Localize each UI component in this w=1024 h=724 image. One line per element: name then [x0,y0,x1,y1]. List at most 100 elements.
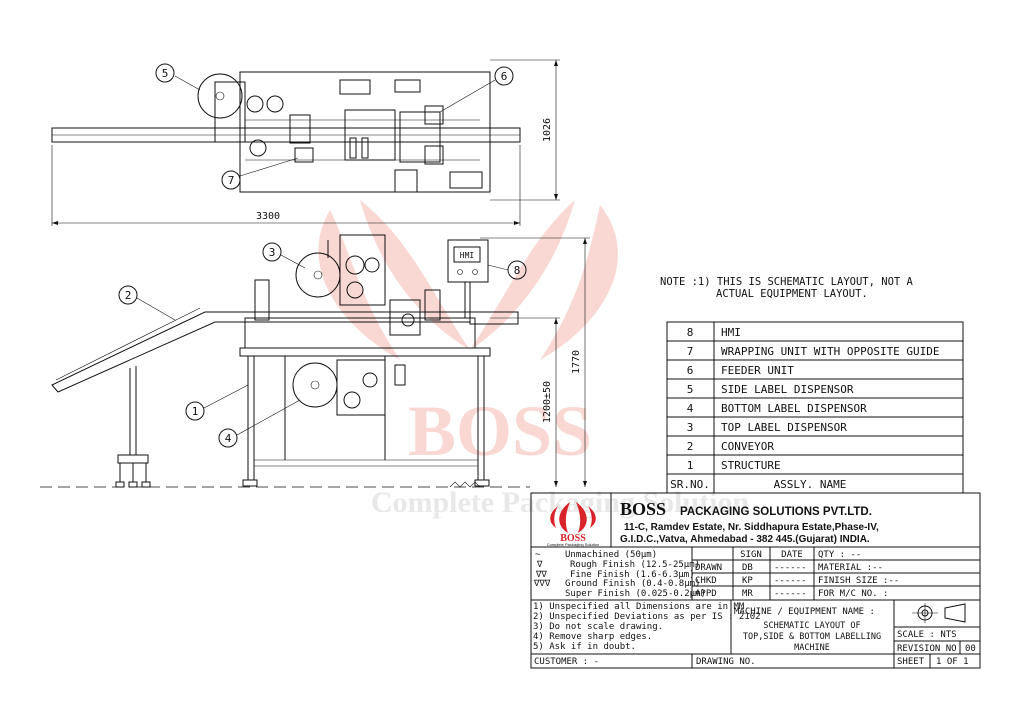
parts-header-no: SR.NO. [670,478,710,491]
finish-text-4: Ground Finish (0.4-0.8µm) [565,579,700,589]
revision-value: 00 [965,644,976,654]
finish-sym-1: ~ [535,550,541,560]
company-address-1: 11-C, Ramdev Estate, Nr. Siddhapura Esta… [624,522,879,533]
plan-dimensions: 3300 1026 [51,59,560,226]
finish-sym-2: ∇ [536,560,543,570]
machine-label: MACHINE / EQUIPMENT NAME : [734,607,875,617]
note-4: 4) Remove sharp edges. [533,632,652,642]
part-name-7: WRAPPING UNIT WITH OPPOSITE GUIDE [721,345,940,358]
callout-4 [218,428,238,448]
finish-size: FINISH SIZE :-- [818,576,899,586]
material: MATERIAL :-- [818,563,883,573]
note-line-1: NOTE :1) THIS IS SCHEMATIC LAYOUT, NOT A [660,276,914,288]
watermark: BOSS Complete Packaging Solution [318,200,749,519]
appd-sign: MR [742,589,753,599]
callout-6 [494,66,514,86]
part-no-1: 1 [687,459,694,472]
dim-height-top: 1026 [542,118,553,142]
part-name-3: TOP LABEL DISPENSOR [721,421,847,434]
dim-height-table: 1200±50 [542,381,553,423]
part-no-6: 6 [687,364,694,377]
company-logo: BOSS Complete Packaging Solution [547,502,599,547]
hmi-label: HMI [460,251,475,260]
for-mc-no: FOR M/C NO. : [818,589,888,599]
title-block: BOSS Complete Packaging Solution BOSS PA… [530,492,981,669]
sheet-label: SHEET [897,657,925,667]
appd-label: APPD [695,589,717,599]
finish-text-5: Super Finish (0.025-0.2µm) [565,589,706,599]
note-5: 5) Ask if in doubt. [533,642,636,652]
watermark-tagline: Complete Packaging Solution [371,486,750,519]
finish-text-3: Fine Finish (1.6-6.3µm) [570,570,695,580]
part-no-4: 4 [687,402,694,415]
revision-label: REVISION NO [897,644,957,654]
callout-4-label: 4 [225,432,232,445]
qty: QTY : -- [818,550,861,560]
machine-name-1: SCHEMATIC LAYOUT OF [763,621,860,631]
callout-3 [262,242,282,262]
chkd-sign: KP [742,576,753,586]
machine-name-3: MACHINE [794,643,830,653]
callout-6-label: 6 [501,70,508,83]
callout-8-label: 8 [514,264,521,277]
part-name-6: FEEDER UNIT [721,364,794,377]
part-name-1: STRUCTURE [721,459,781,472]
elevation-dimensions: 1770 1200±50 [480,237,590,487]
dim-height-total: 1770 [571,350,582,374]
drawn-date: ------ [774,563,807,573]
drawn-label: DRAWN [695,563,722,573]
projection-symbol-icon [912,603,966,623]
part-no-2: 2 [687,440,694,453]
callout-1-label: 1 [192,405,199,418]
scale: SCALE : NTS [897,630,957,640]
part-no-7: 7 [687,345,694,358]
callout-3-label: 3 [269,246,276,259]
logo-tagline: Complete Packaging Solution [547,542,599,547]
note-1: 1) Unspecified all Dimensions are in MM [533,602,745,612]
machine-name-2: TOP,SIDE & BOTTOM LABELLING [743,632,881,642]
callout-2 [118,285,138,305]
note-3: 3) Do not scale drawing. [533,622,663,632]
callout-7 [221,170,241,190]
elevation-view: HMI [51,234,519,488]
drawn-sign: DB [742,563,753,573]
date-header: DATE [781,550,803,560]
callout-8 [507,260,527,280]
finish-sym-4: ∇∇∇ [533,579,551,589]
callout-5 [155,63,175,83]
watermark-brand: BOSS [408,391,592,471]
sheet-value: 1 OF 1 [936,657,969,667]
customer: CUSTOMER : - [534,657,599,667]
dim-width-top: 3300 [256,211,280,222]
callout-7-label: 7 [228,174,235,187]
chkd-date: ------ [774,576,807,586]
company-address-2: G.I.D.C.,Vatva, Ahmedabad - 382 445.(Guj… [620,534,870,545]
note-line-2: ACTUAL EQUIPMENT LAYOUT. [716,288,868,300]
parts-table: 8 HMI 7 WRAPPING UNIT WITH OPPOSITE GUID… [666,321,964,494]
part-name-5: SIDE LABEL DISPENSOR [721,383,854,396]
appd-date: ------ [774,589,807,599]
drawing-no: DRAWING NO. [696,657,756,667]
callout-2-label: 2 [125,289,132,302]
finish-sym-3: ∇∇ [535,570,547,580]
chkd-label: CHKD [695,576,717,586]
sign-header: SIGN [740,550,762,560]
finish-text-1: Unmachined (50µm) [565,550,657,560]
part-name-2: CONVEYOR [721,440,774,453]
plan-view [51,71,521,193]
callouts: 5 6 7 3 2 8 1 4 [118,63,527,448]
part-no-3: 3 [687,421,694,434]
logo-text: BOSS [560,533,586,544]
note-2: 2) Unspecified Deviations as per IS : 21… [533,612,761,622]
parts-header-name: ASSLY. NAME [774,478,847,491]
finish-text-2: Rough Finish (12.5-25µm) [570,560,700,570]
company-name-big: BOSS [620,499,666,519]
part-no-8: 8 [687,326,694,339]
part-name-4: BOTTOM LABEL DISPENSOR [721,402,867,415]
callout-1 [185,401,205,421]
callout-5-label: 5 [162,67,169,80]
ground-hatch [449,481,481,488]
part-name-8: HMI [721,326,741,339]
